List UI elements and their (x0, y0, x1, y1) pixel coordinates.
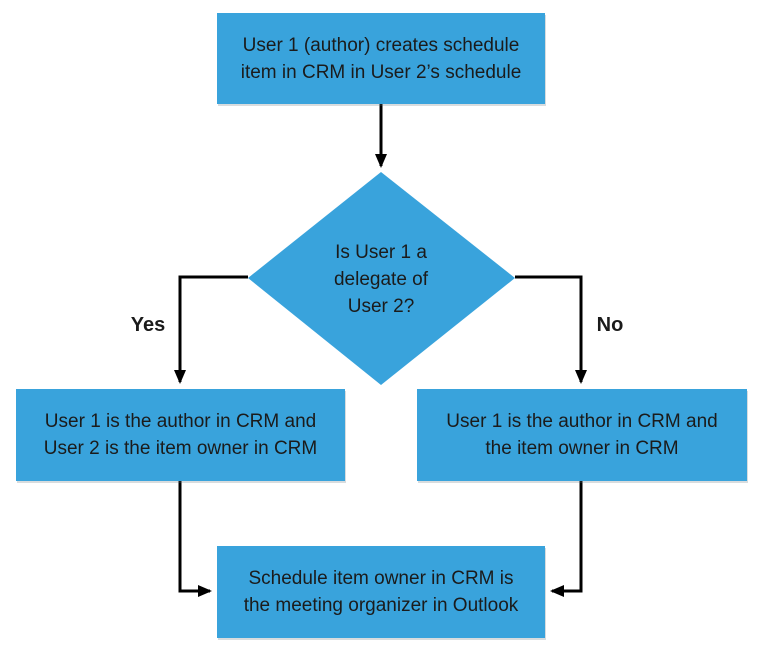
edge-decision-to-yes (174, 275, 248, 384)
edge-no-to-end (550, 481, 583, 597)
no-outcome-node: User 1 is the author in CRM and the item… (417, 389, 747, 481)
start-node: User 1 (author) creates schedule item in… (217, 13, 545, 104)
end-node: Schedule item owner in CRM is the meetin… (217, 546, 545, 638)
edge-yes-to-end (178, 481, 212, 597)
no-edge-label: No (596, 314, 624, 336)
decision-node: Is User 1 a delegate of User 2? (333, 241, 429, 317)
yes-outcome-node: User 1 is the author in CRM and User 2 i… (16, 389, 345, 481)
edge-decision-to-no (515, 275, 587, 384)
yes-edge-label: Yes (130, 314, 166, 336)
